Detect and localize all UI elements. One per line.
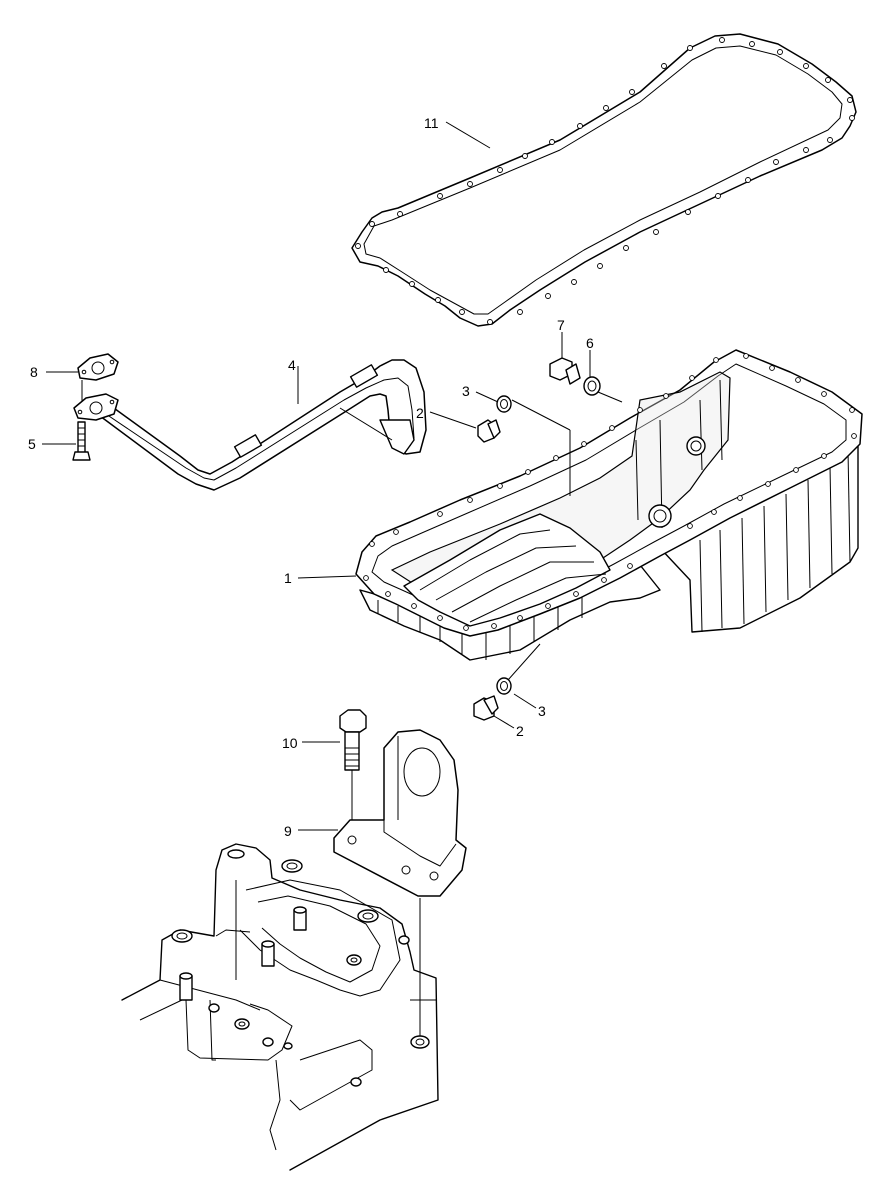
drain-plug-lower <box>473 695 499 721</box>
callout-filler-plug: 7 <box>557 317 565 333</box>
callout-oil-pan: 1 <box>284 570 292 586</box>
bracket-bolt <box>339 709 367 838</box>
pan-gasket <box>351 33 857 327</box>
callout-tube-bolt: 5 <box>28 436 36 452</box>
callout-filler-seal: 6 <box>586 335 594 351</box>
drain-plug-upper <box>477 419 501 443</box>
callout-drain-plug-lower: 2 <box>516 723 524 739</box>
tube-gasket <box>77 353 119 381</box>
callout-pan-gasket: 11 <box>424 115 439 131</box>
bracket <box>333 729 467 897</box>
filler-seal <box>583 376 623 403</box>
callout-seal-ring-upper: 3 <box>462 383 470 399</box>
seal-ring-lower <box>496 643 541 695</box>
oil-pan <box>355 349 863 661</box>
callout-leaders <box>42 121 591 831</box>
callout-tube-gasket: 8 <box>30 364 38 380</box>
callout-bracket: 9 <box>284 823 292 839</box>
callout-bracket-bolt: 10 <box>282 735 298 751</box>
oil-tube <box>95 359 427 491</box>
filler-plug <box>549 357 581 385</box>
callout-labels: 11 4 8 5 1 7 6 3 2 3 2 10 9 <box>28 115 594 839</box>
seal-ring-upper <box>496 395 571 496</box>
tube-flange <box>73 393 119 421</box>
engine-block <box>121 843 439 1171</box>
callout-drain-plug-upper: 2 <box>416 405 424 421</box>
tube-bolt <box>72 380 91 461</box>
callout-oil-tube: 4 <box>288 357 296 373</box>
callout-seal-ring-lower: 3 <box>538 703 546 719</box>
